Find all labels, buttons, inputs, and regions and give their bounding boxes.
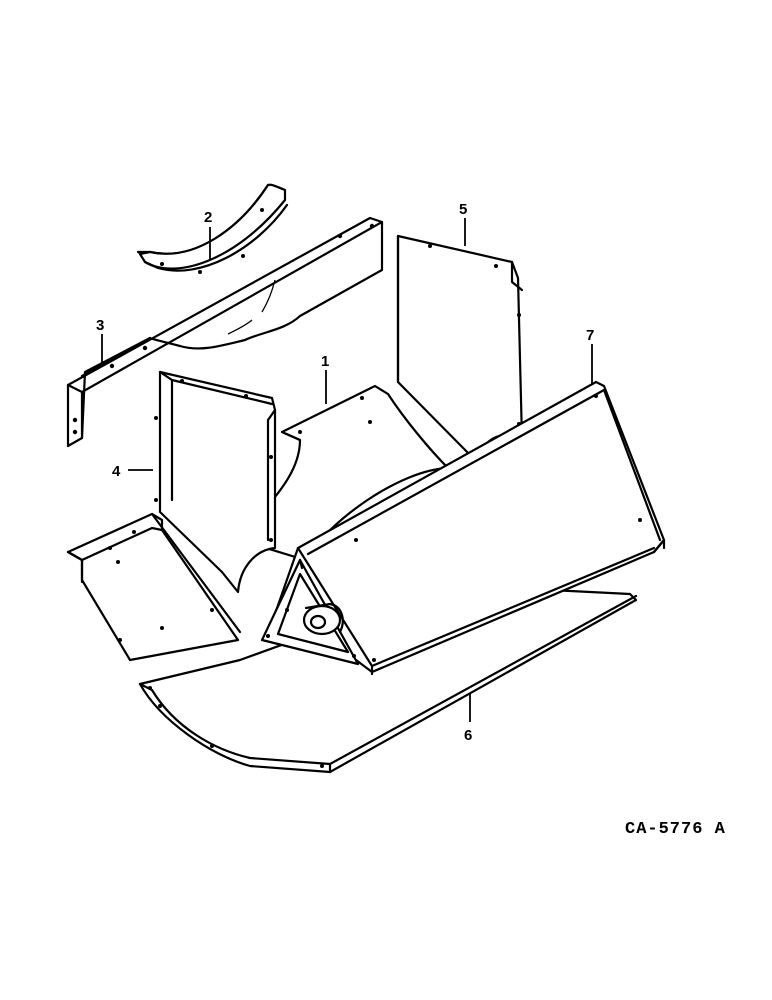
callout-1: 1 [321,353,329,370]
callout-5: 5 [459,201,467,218]
part-1-center-floor [238,384,450,562]
callout-3: 3 [96,317,104,334]
drawing-reference-code: CA-5776 A [625,820,726,839]
callout-4: 4 [112,463,121,480]
part-5-side-panel [396,234,524,462]
part-2-curved-strip [136,183,289,274]
part-4-left-panel [66,370,277,662]
part-3-mounting-bar [66,216,384,448]
part-7-triangular-trough [260,380,666,676]
callout-2: 2 [204,209,212,226]
callout-6: 6 [464,727,472,744]
callout-7: 7 [586,327,594,344]
